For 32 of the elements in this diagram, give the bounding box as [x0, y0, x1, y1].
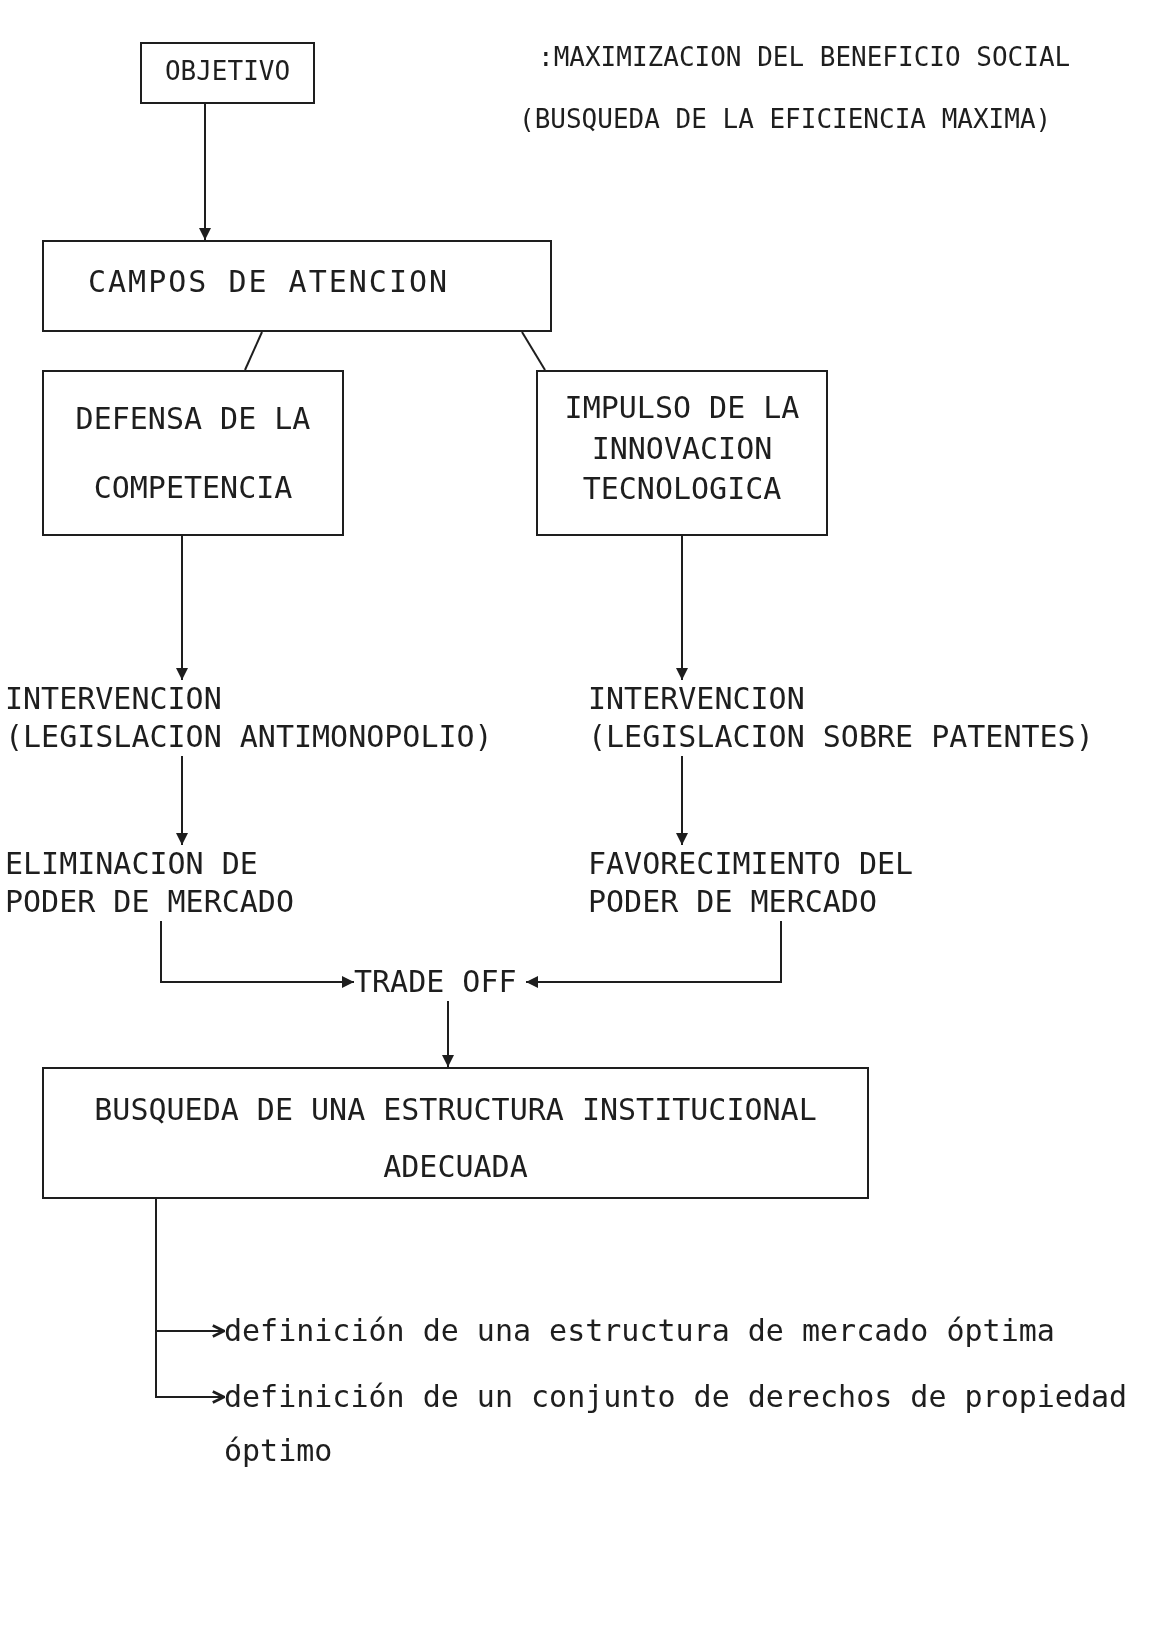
arrow [160, 920, 355, 988]
flow-label: INTERVENCION [5, 680, 222, 718]
connector-line [244, 331, 263, 371]
connector-line [521, 331, 546, 371]
box-text: DEFENSA DE LA COMPETENCIA [74, 400, 312, 507]
flow-label: definición de una estructura de mercado óptima [224, 1312, 1055, 1350]
arrow [676, 535, 688, 681]
arrow [155, 1198, 226, 1404]
arrow [176, 535, 188, 681]
process-box [536, 370, 828, 536]
flow-label: definición de un conjunto de derechos de propiedad óptimo [224, 1378, 1129, 1470]
process-box [42, 240, 552, 332]
flow-label: (LEGISLACION ANTIMONOPOLIO) [5, 717, 493, 755]
box-text: CAMPOS DE ATENCION [88, 264, 450, 300]
annotation-text: :MAXIMIZACION DEL BENEFICIO SOCIAL [538, 42, 1071, 74]
flow-label: ELIMINACION DE PODER DE MERCADO [5, 845, 295, 920]
flow-label: FAVORECIMIENTO DEL PODER DE MERCADO [588, 845, 915, 920]
box-text: OBJETIVO [164, 56, 291, 88]
arrow [442, 1000, 454, 1068]
box-text: IMPULSO DE LA INNOVACION TECNOLOGICA [563, 389, 801, 508]
process-box [140, 42, 315, 104]
flow-label: (LEGISLACION SOBRE PATENTES) [588, 717, 1094, 755]
flow-label: INTERVENCION [588, 680, 805, 718]
process-box [42, 1067, 869, 1199]
arrow [199, 103, 211, 241]
annotation-text: (BUSQUEDA DE LA EFICIENCIA MAXIMA) [519, 104, 1052, 136]
box-text: BUSQUEDA DE UNA ESTRUCTURA INSTITUCIONAL ADECUADA [93, 1091, 818, 1186]
arrow [676, 755, 688, 846]
arrow [176, 755, 188, 846]
process-box [42, 370, 344, 536]
flow-label: TRADE OFF [354, 963, 517, 1001]
arrow [525, 920, 782, 988]
